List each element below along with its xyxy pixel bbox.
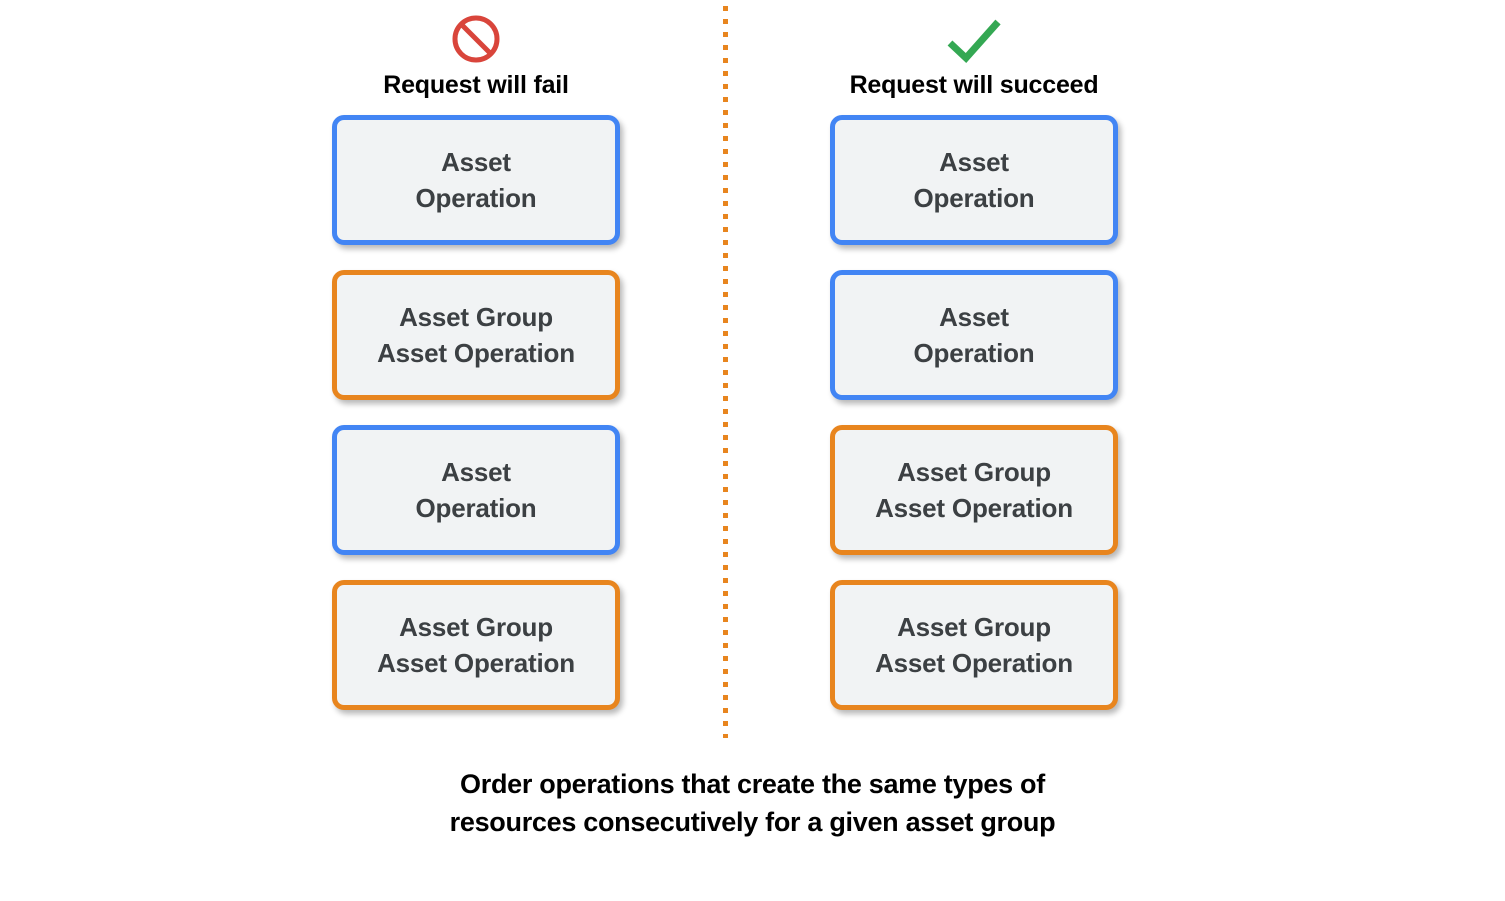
column-divider xyxy=(723,6,728,738)
diagram-caption: Order operations that create the same ty… xyxy=(449,769,1056,837)
operation-box-label: Asset Operation xyxy=(415,457,537,523)
operation-list-succeed: Asset Operation Asset Operation Asset Gr… xyxy=(804,115,1144,710)
column-request-will-fail: Request will fail Asset Operation Asset … xyxy=(306,10,646,710)
operation-box[interactable]: Asset Group Asset Operation xyxy=(830,580,1118,710)
column-label-succeed: Request will succeed xyxy=(849,71,1099,99)
prohibited-icon xyxy=(306,10,646,68)
operation-box-label: Asset Group Asset Operation xyxy=(875,457,1073,523)
operation-box[interactable]: Asset Group Asset Operation xyxy=(332,580,620,710)
operation-box[interactable]: Asset Group Asset Operation xyxy=(332,270,620,400)
checkmark-icon xyxy=(804,10,1144,68)
operation-box[interactable]: Asset Group Asset Operation xyxy=(830,425,1118,555)
column-label-fail: Request will fail xyxy=(383,71,569,99)
column-request-will-succeed: Request will succeed Asset Operation Ass… xyxy=(804,10,1144,710)
operation-box[interactable]: Asset Operation xyxy=(332,115,620,245)
operation-box[interactable]: Asset Operation xyxy=(830,115,1118,245)
operation-box-label: Asset Operation xyxy=(913,147,1035,213)
operation-box-label: Asset Group Asset Operation xyxy=(875,612,1073,678)
operation-box-label: Asset Operation xyxy=(913,302,1035,368)
operation-box-label: Asset Group Asset Operation xyxy=(377,612,575,678)
column-header-succeed: Request will succeed xyxy=(804,10,1144,100)
column-header-fail: Request will fail xyxy=(306,10,646,100)
operation-box-label: Asset Group Asset Operation xyxy=(377,302,575,368)
operation-box-label: Asset Operation xyxy=(415,147,537,213)
operation-list-fail: Asset Operation Asset Group Asset Operat… xyxy=(306,115,646,710)
operation-box[interactable]: Asset Operation xyxy=(332,425,620,555)
operation-box[interactable]: Asset Operation xyxy=(830,270,1118,400)
